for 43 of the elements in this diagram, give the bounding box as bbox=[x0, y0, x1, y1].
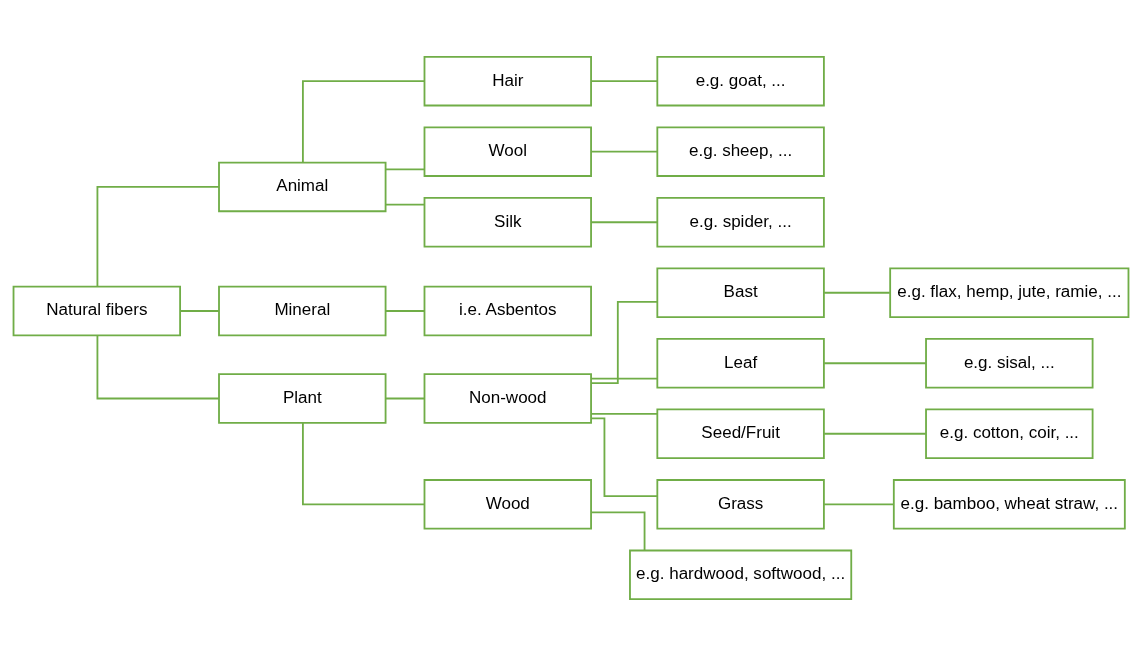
node-box: Silk bbox=[423, 197, 592, 248]
node-box: e.g. flax, hemp, jute, ramie, ... bbox=[889, 267, 1130, 318]
connector bbox=[96, 334, 220, 400]
node-box: Leaf bbox=[656, 338, 825, 389]
node-box: Wool bbox=[423, 126, 592, 177]
node-box: e.g. goat, ... bbox=[656, 55, 825, 107]
connector bbox=[590, 80, 658, 83]
connector bbox=[590, 150, 658, 153]
node-box: Plant bbox=[218, 373, 387, 424]
connector bbox=[590, 377, 658, 380]
connector bbox=[302, 422, 426, 506]
connector bbox=[590, 511, 646, 552]
connector bbox=[384, 397, 426, 400]
connector bbox=[823, 291, 891, 294]
node-box: Grass bbox=[656, 479, 825, 530]
node-box: Seed/Fruit bbox=[656, 408, 825, 459]
node-box: e.g. spider, ... bbox=[656, 197, 825, 248]
node-box: Non-wood bbox=[423, 373, 592, 424]
connector bbox=[96, 186, 220, 288]
node-box: Hair bbox=[423, 55, 592, 107]
node-box: e.g. sisal, ... bbox=[925, 338, 1094, 389]
connector bbox=[384, 203, 426, 206]
node-box: Wood bbox=[423, 479, 592, 530]
connector bbox=[823, 432, 927, 435]
connector bbox=[590, 221, 658, 224]
connector bbox=[179, 310, 220, 312]
node-box: Animal bbox=[218, 161, 387, 213]
node-box: e.g. bamboo, wheat straw, ... bbox=[892, 479, 1126, 530]
node-box: i.e. Asbentos bbox=[423, 285, 592, 337]
node-box: Natural fibers bbox=[12, 285, 181, 337]
node-box: e.g. cotton, coir, ... bbox=[925, 408, 1094, 459]
node-box: e.g. hardwood, softwood, ... bbox=[629, 549, 853, 601]
connector bbox=[590, 300, 658, 385]
connector bbox=[384, 168, 426, 171]
connector bbox=[823, 362, 927, 365]
node-box: Mineral bbox=[218, 285, 387, 337]
node-box: e.g. sheep, ... bbox=[656, 126, 825, 177]
connector bbox=[384, 310, 426, 312]
connector bbox=[590, 417, 658, 498]
connector bbox=[302, 80, 426, 164]
connector bbox=[823, 503, 895, 506]
connector bbox=[590, 413, 658, 415]
node-box: Bast bbox=[656, 267, 825, 318]
